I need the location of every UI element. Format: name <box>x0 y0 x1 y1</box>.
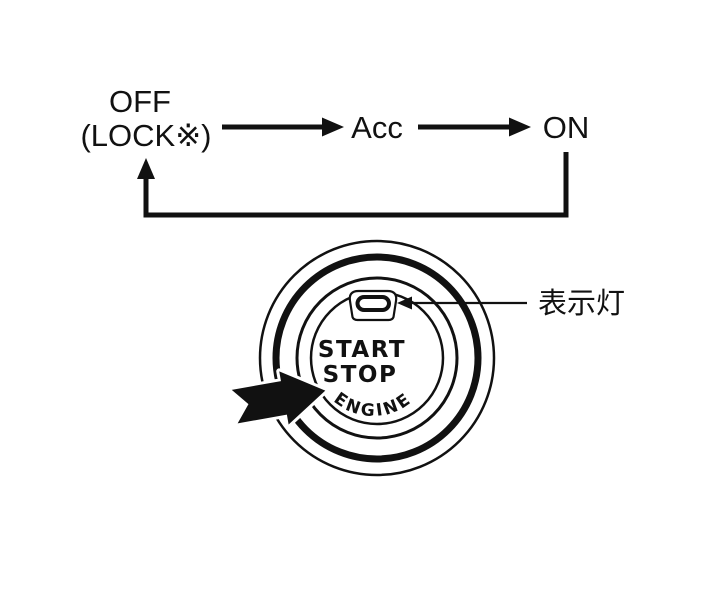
arrow-acc-to-on-icon <box>418 117 531 137</box>
indicator-lamp-window <box>355 295 391 312</box>
button-label-stop: STOP <box>323 362 398 388</box>
arrow-off-to-acc-icon <box>222 117 344 137</box>
arrow-off-to-acc-head <box>322 117 344 137</box>
button-outer-ring <box>258 239 496 477</box>
state-off-lock-label: (LOCK※) <box>80 118 211 153</box>
arrow-on-to-off-return-shaft <box>143 152 569 218</box>
button-label-engine: ENGINE <box>330 389 416 422</box>
arrow-on-to-off-return-icon <box>137 152 569 218</box>
indicator-callout-arrow-head <box>397 296 412 310</box>
button-label-start: START <box>318 337 406 363</box>
indicator-lamp <box>348 289 398 322</box>
arrow-acc-to-on-head <box>509 117 531 137</box>
engine-start-stop-button: START STOP ENGINE <box>258 239 496 477</box>
button-bold-ring <box>272 253 482 463</box>
state-off-label: OFF <box>109 84 171 119</box>
button-face-edge <box>295 276 459 440</box>
arrow-on-to-off-return-head <box>137 158 155 179</box>
state-acc-label: Acc <box>351 110 403 145</box>
state-on-label: ON <box>543 110 590 145</box>
indicator-callout-label: 表示灯 <box>538 287 625 320</box>
power-state-flow: OFF (LOCK※) Acc ON <box>80 84 590 218</box>
press-indicator-arrow-icon <box>228 368 329 428</box>
indicator-callout: 表示灯 <box>397 287 625 320</box>
